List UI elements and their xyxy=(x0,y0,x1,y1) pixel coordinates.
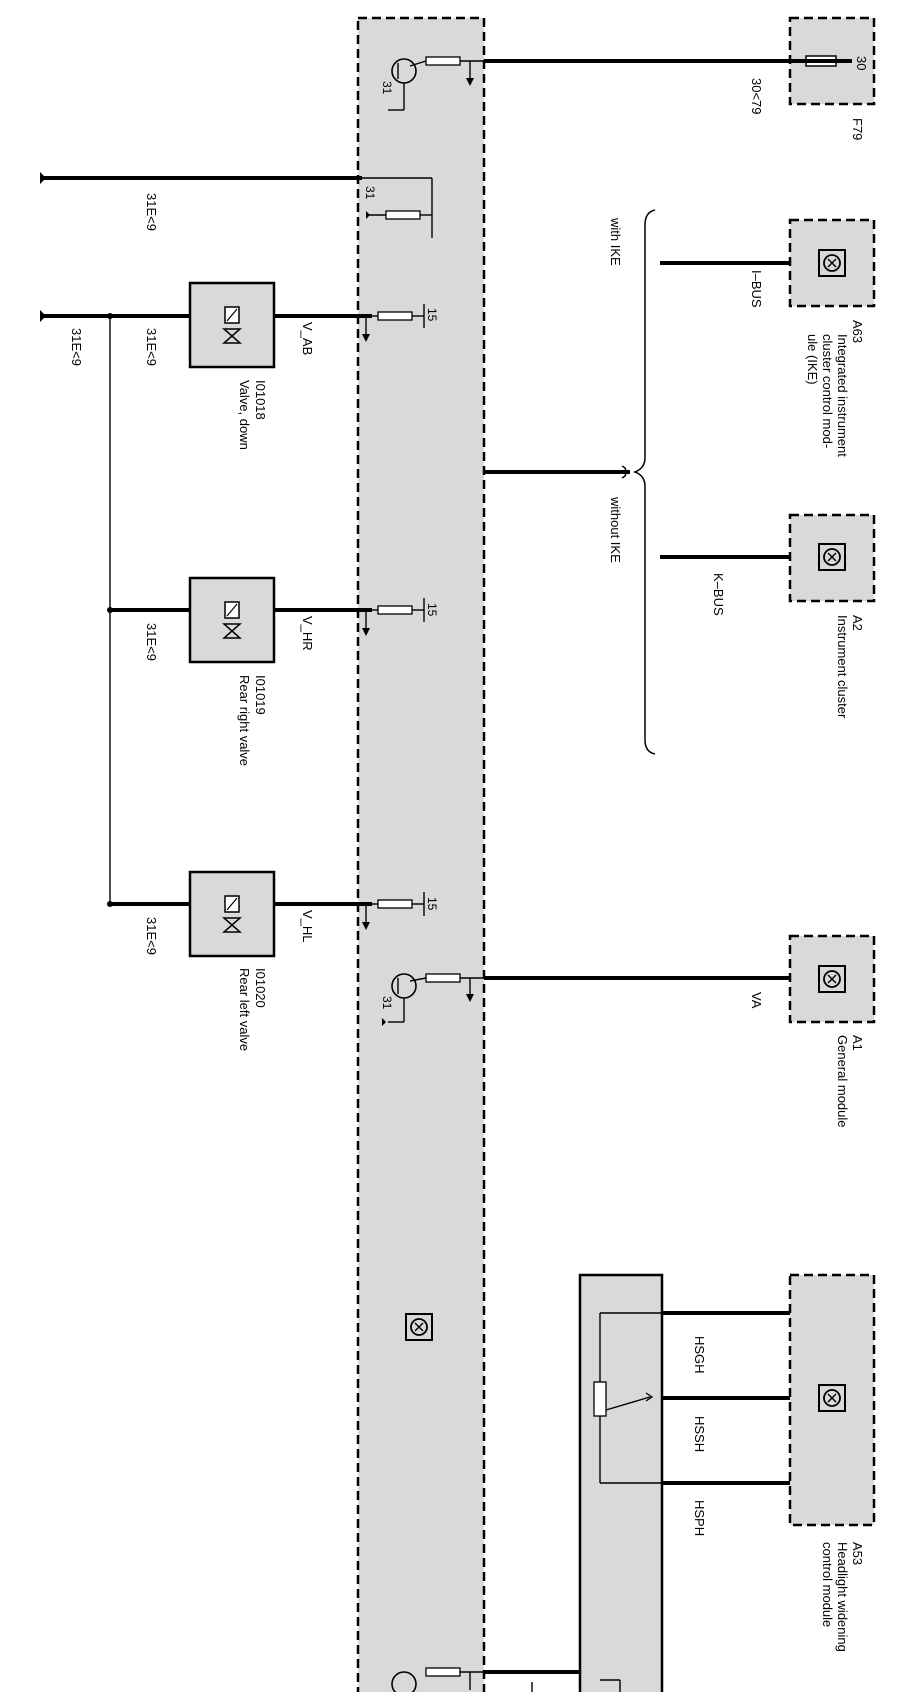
resistor-ground-label: 31 xyxy=(363,186,377,200)
general-module-symbol-icon xyxy=(818,965,846,993)
valve-down-terminal-label: 15 xyxy=(425,308,439,322)
ground-resistor-icon xyxy=(40,172,433,238)
valve-rear-left-terminal-label: 15 xyxy=(425,897,439,911)
output-stage-transistor-icon xyxy=(382,973,790,1026)
ground-lower-label: 31E<9 xyxy=(69,328,84,366)
ike-name-line-2: cluster control mod- xyxy=(820,334,835,448)
headlight-module-name-line-2: control module xyxy=(820,1542,835,1627)
valve-rear-right-group xyxy=(107,576,425,664)
ike-name-line-1: Integrated instrument xyxy=(835,334,850,457)
output-stage-transistor-icon xyxy=(388,56,484,111)
valve-rear-left-ground-label: 31E<9 xyxy=(144,917,159,955)
headlight-wire-hsgh: HSGH xyxy=(692,1336,707,1374)
solenoid-valve-icon xyxy=(222,306,242,344)
ike-module-symbol-icon xyxy=(818,249,846,277)
valve-down-name-label: Valve, down xyxy=(237,380,252,450)
transistor-va-ground-label: 31 xyxy=(380,996,394,1010)
valve-rear-left-id-label: I01020 xyxy=(253,968,268,1008)
central-control-module xyxy=(356,16,486,1692)
cluster-id-label: A2 xyxy=(850,615,865,631)
valve-down-ground-label: 31E<9 xyxy=(144,328,159,366)
valve-rear-right-terminal-label: 15 xyxy=(425,603,439,617)
ike-bus-label: I–BUS xyxy=(749,270,764,308)
solenoid-valve-icon xyxy=(222,895,242,933)
bus-without-ike-label: without IKE xyxy=(608,496,623,563)
fuse-wire-label: 30<79 xyxy=(749,78,764,115)
valve-down-signal-label: V_AB xyxy=(300,322,315,355)
general-module-id-label: A1 xyxy=(850,1035,865,1051)
valve-rear-left-name-label: Rear left valve xyxy=(237,968,252,1051)
cluster-name-label: Instrument cluster xyxy=(835,615,850,719)
valve-rear-right-box xyxy=(188,576,276,664)
valve-rear-left-box xyxy=(188,870,276,958)
cluster-bus-label: K–BUS xyxy=(711,573,726,616)
general-module-name-label: General module xyxy=(835,1035,850,1128)
potentiometer-icon xyxy=(593,1312,662,1484)
ike-name-line-3: ule (IKE) xyxy=(805,334,820,385)
valve-rear-right-id-label: I01019 xyxy=(253,675,268,715)
transistor-ground-label: 31 xyxy=(380,81,394,95)
valve-rear-left-signal-label: V_HL xyxy=(300,910,315,943)
general-module-wire-label: VA xyxy=(749,992,764,1009)
ground-upper-label: 31E<9 xyxy=(144,193,159,231)
solenoid-valve-icon xyxy=(222,601,242,639)
headlight-module-name-line-1: Headlight widening xyxy=(835,1542,850,1652)
headlight-module-symbol-icon xyxy=(818,1384,846,1412)
valve-down-id-label: I01018 xyxy=(253,380,268,420)
output-stage-transistor-icon xyxy=(391,1667,621,1692)
valve-rear-right-name-label: Rear right valve xyxy=(237,675,252,766)
bus-option-brace xyxy=(484,209,656,755)
headlight-wire-hsph: HSPH xyxy=(692,1500,707,1536)
fuse-terminal-label: 30 xyxy=(854,56,869,70)
headlight-wire-hssh: HSSH xyxy=(692,1416,707,1452)
bus-with-ike-label: with IKE xyxy=(608,217,623,266)
cluster-symbol-icon xyxy=(818,543,846,571)
valve-rear-right-signal-label: V_HR xyxy=(300,616,315,651)
valve-rear-left-group xyxy=(107,316,425,958)
valve-rear-right-ground-label: 31E<9 xyxy=(144,623,159,661)
valve-down-group xyxy=(40,281,425,369)
fuse-id-label: F79 xyxy=(850,118,865,140)
headlight-module-id-label: A53 xyxy=(850,1542,865,1565)
central-module-symbol-icon xyxy=(405,1313,433,1341)
valve-down-box xyxy=(188,281,276,369)
ike-id-label: A63 xyxy=(850,320,865,343)
